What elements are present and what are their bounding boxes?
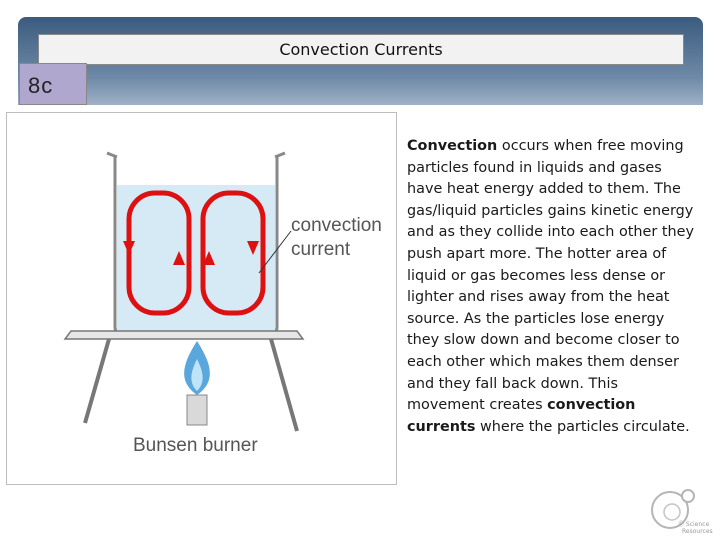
tripod xyxy=(63,330,305,432)
arrow-up-right xyxy=(203,251,215,265)
label-pointer xyxy=(258,230,292,274)
burner-label: Bunsen burner xyxy=(133,435,258,456)
slide-title: Convection Currents xyxy=(38,34,684,65)
term-convection-currents: convection currents xyxy=(407,397,636,435)
arrow-down-right xyxy=(247,241,259,255)
explanation-text: Convection occurs when free moving parti… xyxy=(407,136,697,438)
publisher-logo: Ⓒ Science Resources xyxy=(648,484,714,536)
convection-label-line2: current xyxy=(291,239,351,260)
water xyxy=(117,185,275,331)
explanation-part-1: occurs when free moving particles found … xyxy=(407,138,694,414)
bunsen-burner xyxy=(186,394,208,426)
arrow-down-left xyxy=(123,241,135,255)
arrow-up-left xyxy=(173,251,185,265)
beaker xyxy=(106,151,286,335)
section-badge: 8c xyxy=(19,63,87,105)
explanation-part-2: where the particles circulate. xyxy=(475,418,690,435)
convection-diagram: convection current Bunsen burner xyxy=(6,112,397,485)
flame xyxy=(184,341,210,395)
convection-loop-right xyxy=(200,190,266,316)
convection-label-line1: convection xyxy=(291,215,382,236)
logo-line1: Ⓒ Science xyxy=(678,520,709,528)
logo-line2: Resources xyxy=(682,528,713,535)
term-convection: Convection xyxy=(407,138,498,154)
